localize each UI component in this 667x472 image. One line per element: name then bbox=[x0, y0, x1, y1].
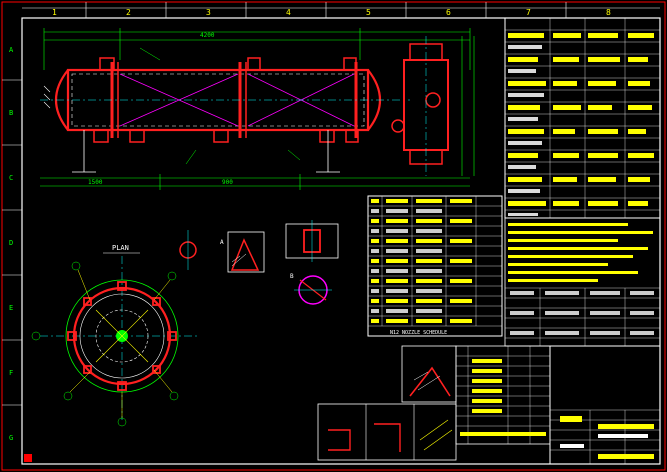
side-mark-b: B bbox=[9, 109, 13, 117]
detail-view-a[interactable]: A bbox=[179, 230, 265, 273]
plan-view[interactable]: PLAN bbox=[31, 244, 200, 427]
detail-a-label: A bbox=[220, 239, 224, 246]
side-ruler bbox=[2, 79, 22, 406]
design-data-table[interactable] bbox=[504, 17, 661, 219]
technical-notes bbox=[504, 217, 661, 347]
ruler-mark-1: 1 bbox=[52, 8, 57, 17]
channel-nozzle bbox=[425, 92, 441, 108]
ruler-mark-2: 2 bbox=[126, 8, 131, 17]
detail-view-b[interactable]: B bbox=[285, 220, 339, 305]
plan-view-title: PLAN bbox=[112, 244, 129, 252]
nozzle-table-caption: N12 NOZZLE SCHEDULE bbox=[390, 330, 447, 336]
ruler-mark-5: 5 bbox=[366, 8, 371, 17]
ruler-mark-8: 8 bbox=[606, 8, 611, 17]
dimension-bottom-1: 1500 bbox=[88, 179, 103, 186]
ruler-mark-4: 4 bbox=[286, 8, 291, 17]
top-ruler bbox=[22, 2, 660, 18]
ruler-mark-7: 7 bbox=[526, 8, 531, 17]
plan-shell-circle bbox=[72, 286, 172, 386]
channel-section[interactable] bbox=[391, 36, 475, 176]
sheet-corner-mark bbox=[24, 454, 32, 462]
title-block[interactable] bbox=[549, 345, 661, 465]
side-mark-d: D bbox=[9, 239, 13, 247]
nozzle-schedule-table[interactable]: N12 NOZZLE SCHEDULE bbox=[367, 195, 503, 337]
vessel-elevation[interactable]: 4200 1500 900 bbox=[40, 28, 471, 190]
side-mark-c: C bbox=[9, 174, 13, 182]
dimension-bottom-2: 900 bbox=[222, 179, 233, 186]
parts-list-table[interactable] bbox=[455, 345, 551, 445]
side-mark-g: G bbox=[9, 434, 13, 442]
bottom-details[interactable] bbox=[317, 345, 457, 461]
ruler-mark-3: 3 bbox=[206, 8, 211, 17]
side-mark-f: F bbox=[9, 369, 13, 377]
dimension-top-1: 4200 bbox=[200, 32, 215, 39]
ruler-mark-6: 6 bbox=[446, 8, 451, 17]
side-mark-a: A bbox=[9, 46, 14, 54]
detail-b-label: B bbox=[290, 273, 294, 280]
side-mark-e: E bbox=[9, 304, 13, 312]
